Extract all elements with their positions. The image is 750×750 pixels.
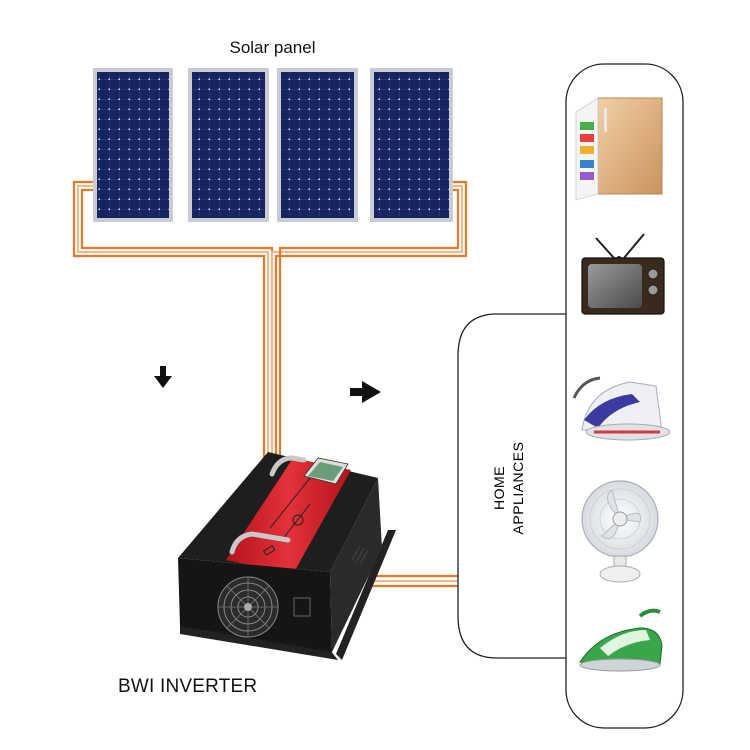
solar-panel-label: Solar panel: [229, 38, 316, 57]
solar-panel: [93, 68, 173, 222]
home-appliances-label: HOME APPLIANCES: [489, 418, 529, 558]
solar-panel-array: [93, 68, 453, 222]
solar-panel: [188, 68, 269, 222]
inverter-unit: [178, 452, 396, 660]
ac-cable: [368, 574, 458, 588]
inverter-label: BWI INVERTER: [118, 676, 258, 697]
refrigerator-icon: [575, 97, 663, 201]
appliances-label-line1: HOME: [491, 466, 507, 510]
arrow-down-icon: [154, 366, 172, 388]
appliances-label-line2: APPLIANCES: [510, 441, 526, 535]
appliances-bracket: [457, 313, 566, 659]
solar-panel: [277, 68, 358, 222]
cooling-fan: [217, 576, 279, 638]
iron-icon: [579, 608, 663, 672]
solar-panel: [370, 68, 453, 222]
steam-iron-icon: [572, 376, 671, 441]
dc-cable: [72, 180, 468, 458]
table-fan-icon: [581, 480, 659, 583]
television-icon: [581, 233, 665, 315]
arrow-right-icon: [350, 381, 381, 403]
